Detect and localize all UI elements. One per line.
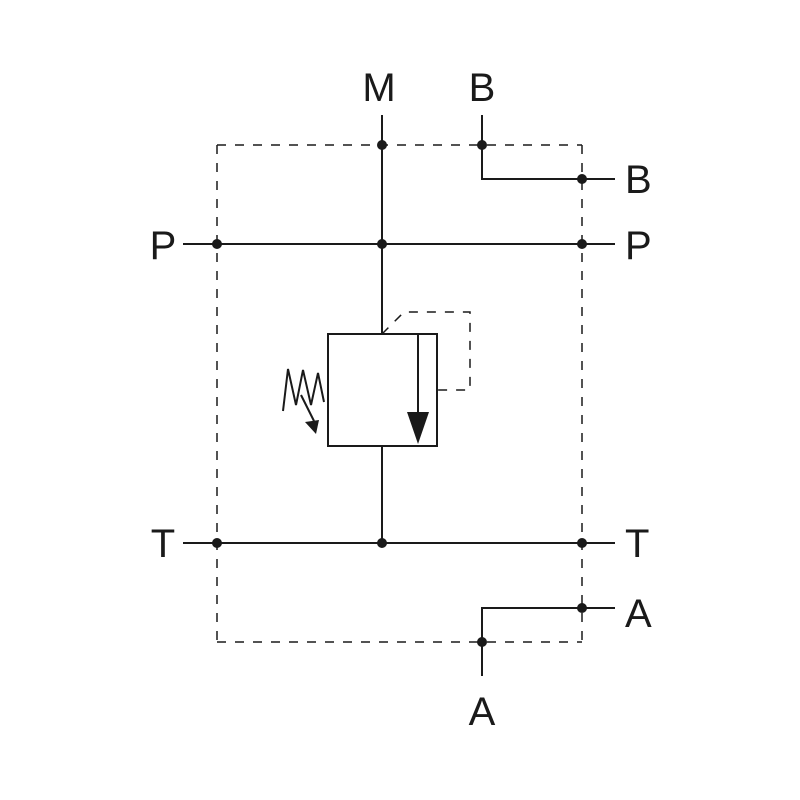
junction-dot xyxy=(212,538,222,548)
junction-dots xyxy=(212,140,587,647)
junction-dot xyxy=(377,239,387,249)
port-label-b-top: B xyxy=(469,66,496,110)
junction-dot xyxy=(577,174,587,184)
b-line xyxy=(481,115,615,180)
port-label-a-right: A xyxy=(625,592,652,636)
junction-dot xyxy=(212,239,222,249)
port-label-p-left: P xyxy=(150,224,177,268)
valve-body-outline xyxy=(216,144,583,643)
junction-dot xyxy=(377,140,387,150)
junction-dot xyxy=(477,140,487,150)
spring-icon xyxy=(282,368,325,434)
junction-dot xyxy=(377,538,387,548)
junction-dot xyxy=(577,603,587,613)
relief-valve xyxy=(327,333,438,447)
junction-dot xyxy=(477,637,487,647)
port-label-p-right: P xyxy=(625,224,652,268)
port-label-m-top: M xyxy=(362,66,395,110)
pilot-line xyxy=(381,311,471,391)
junction-dot xyxy=(577,239,587,249)
port-label-b-right: B xyxy=(625,158,652,202)
junction-dot xyxy=(577,538,587,548)
port-label-a-bottom: A xyxy=(469,690,496,734)
port-label-t-right: T xyxy=(625,522,649,566)
port-label-t-left: T xyxy=(151,522,175,566)
a-line xyxy=(481,607,615,676)
